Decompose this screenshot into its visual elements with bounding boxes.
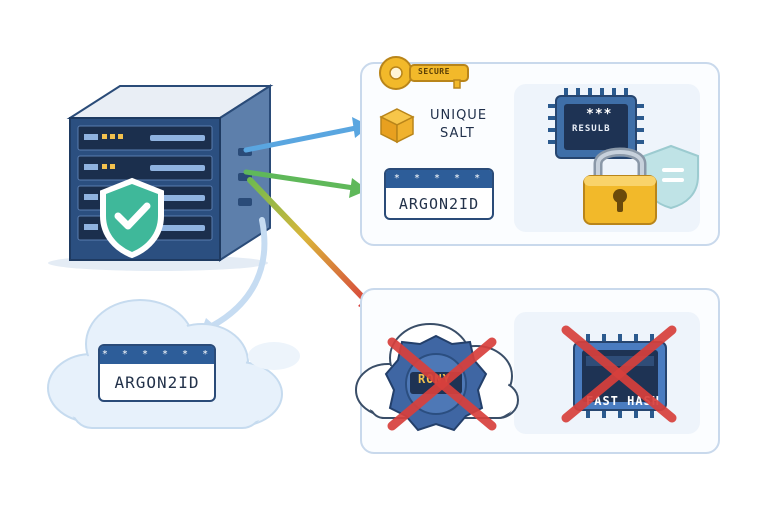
chip-stars: *** bbox=[586, 107, 613, 122]
shield-check-icon bbox=[96, 176, 168, 260]
cross-mark-icon-2 bbox=[558, 322, 680, 426]
arrow-green bbox=[243, 169, 357, 191]
cube-icon bbox=[378, 106, 416, 144]
salt-label-line2: SALT bbox=[440, 126, 475, 141]
cross-mark-icon bbox=[384, 334, 500, 434]
arrow-red bbox=[247, 177, 373, 308]
argon2id-card-stars: * * * * * * * * bbox=[386, 170, 492, 202]
argon2id-card: * * * * * * * * ARGON2ID bbox=[384, 168, 494, 220]
arrow-blue bbox=[243, 125, 359, 153]
key-label: SECURE bbox=[418, 67, 450, 76]
cloud-card-stars: * * * * * * * * bbox=[100, 346, 214, 378]
key-icon bbox=[376, 54, 472, 92]
argon2id-card-text: ARGON2ID bbox=[398, 195, 480, 213]
cloud-argon2id-card: * * * * * * * * ARGON2ID bbox=[98, 344, 216, 402]
arrow-cloud bbox=[209, 217, 268, 329]
microchip-icon bbox=[548, 88, 648, 168]
chip-text: RESULB bbox=[572, 124, 611, 134]
padlock-icon bbox=[578, 138, 662, 228]
salt-label-line1: UNIQUE bbox=[430, 108, 488, 123]
cloud-card-text: ARGON2ID bbox=[114, 373, 200, 392]
arrow-green-head bbox=[349, 178, 368, 198]
